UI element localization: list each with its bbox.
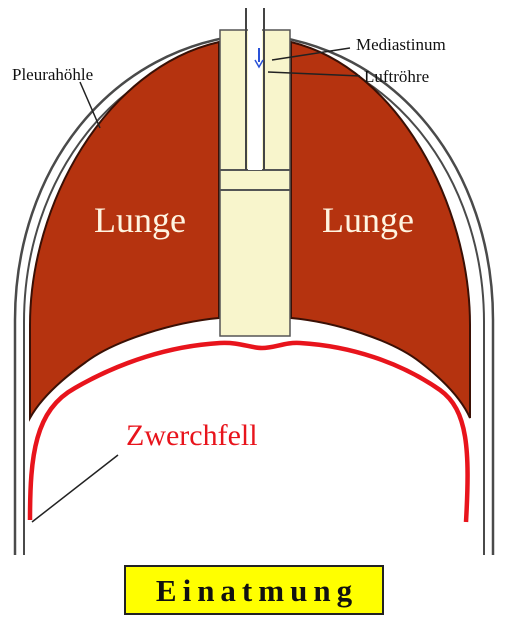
right-lung-label: Lunge: [322, 200, 414, 240]
trachea-label: Luftröhre: [364, 67, 429, 86]
mediastinum-label: Mediastinum: [356, 35, 446, 54]
diaphragm-label: Zwerchfell: [126, 419, 258, 452]
pleura-label: Pleurahöhle: [12, 65, 93, 84]
trachea-inner: [248, 8, 262, 170]
left-lung-label: Lunge: [94, 200, 186, 240]
title-banner: Einatmung: [124, 565, 384, 615]
diaphragm-leader: [32, 455, 118, 522]
diagram-title: Einatmung: [150, 575, 358, 606]
